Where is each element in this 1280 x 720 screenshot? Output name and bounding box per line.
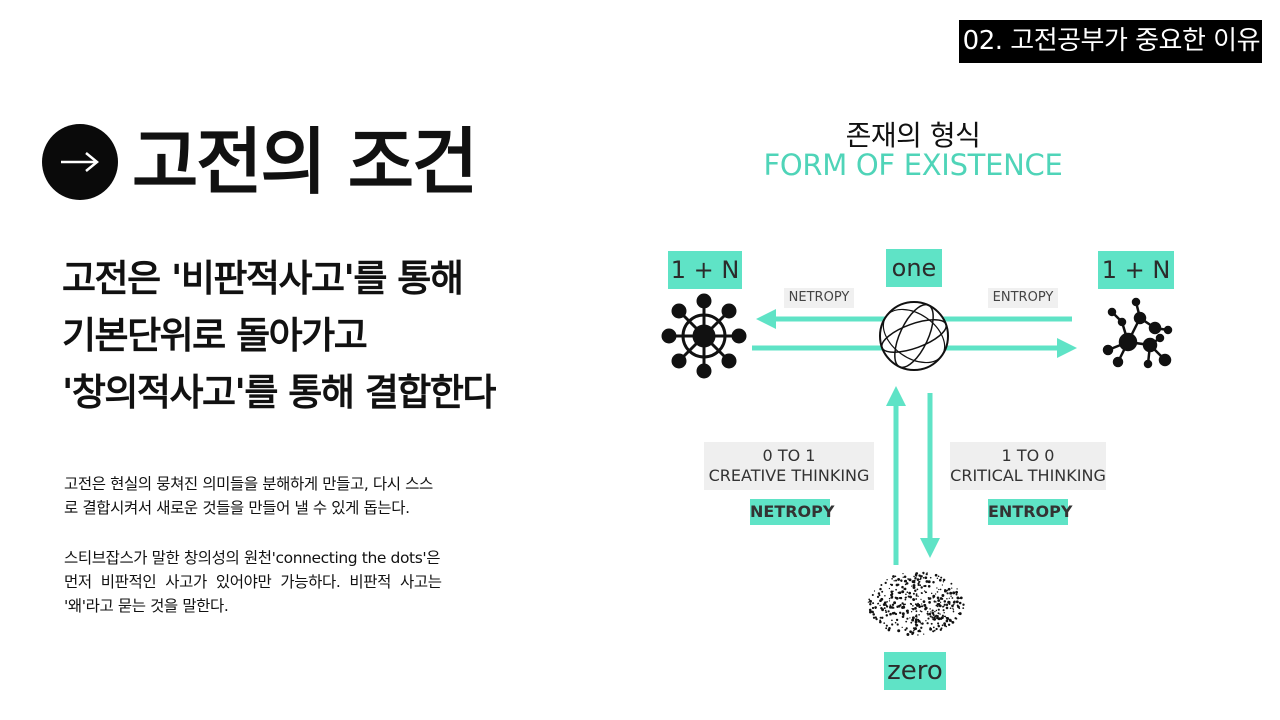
entropy-label: ENTROPY — [988, 288, 1058, 308]
entropy-box: ENTROPY — [988, 499, 1068, 525]
netropy-label: NETROPY — [784, 288, 854, 308]
arrow-up-head — [886, 386, 906, 406]
critical-line-2: CRITICAL THINKING — [950, 466, 1106, 486]
creative-line-1: 0 TO 1 — [704, 446, 874, 466]
netropy-box: NETROPY — [750, 499, 830, 525]
diagram-subtitle: FORM OF EXISTENCE — [760, 148, 1066, 182]
creative-thinking-box: 0 TO 1 CREATIVE THINKING — [704, 442, 874, 490]
arrow-down-head — [920, 538, 940, 558]
ordered-network-icon — [663, 295, 745, 377]
dot-cloud-icon — [868, 572, 965, 636]
critical-line-1: 1 TO 0 — [950, 446, 1106, 466]
critical-thinking-box: 1 TO 0 CRITICAL THINKING — [950, 442, 1106, 490]
one-plus-n-box-right: 1 + N — [1098, 251, 1174, 289]
one-plus-n-box-left: 1 + N — [668, 251, 742, 289]
creative-line-2: CREATIVE THINKING — [704, 466, 874, 486]
globe-icon — [874, 298, 955, 373]
random-network-icon — [1104, 299, 1171, 367]
one-box: one — [886, 249, 942, 287]
zero-box: zero — [884, 652, 946, 690]
arrow-right-head — [1057, 338, 1077, 358]
arrow-left-head — [756, 309, 776, 329]
